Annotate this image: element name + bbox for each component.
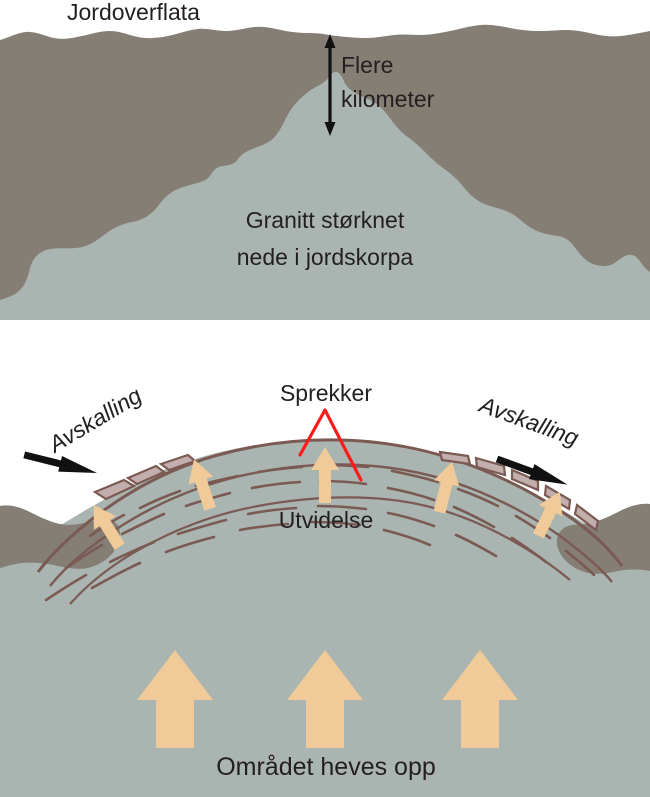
exfoliation-shell-1 [49, 463, 613, 587]
depth-double-arrow-icon [324, 34, 336, 136]
uplift-label: Området heves opp [216, 753, 436, 781]
uplift-arrow-3 [442, 650, 518, 748]
expansion-arrow-5 [532, 491, 563, 539]
granite-pluton-top-panel [0, 72, 650, 320]
depth-label-line2: kilometer [341, 86, 435, 112]
avskalling-arrow-right-icon [495, 455, 568, 485]
granite-label-line1: Granitt størknet [246, 207, 405, 233]
exfoliation-flakes-right [438, 450, 600, 532]
expansion-arrow-2 [188, 459, 216, 511]
exfoliation-flakes-left [92, 453, 198, 501]
uplift-arrow-1 [137, 650, 213, 748]
soil-wedge-right [556, 503, 650, 574]
uplift-arrow-2 [287, 650, 363, 748]
expansion-label: Utvidelse [279, 507, 374, 533]
expansion-arrow-4 [433, 461, 460, 514]
expansion-arrow-3 [311, 447, 339, 503]
expansion-arrow-1 [93, 505, 125, 550]
avskalling-arrow-left-icon [23, 451, 97, 473]
granite-label-line2: nede i jordskorpa [237, 244, 414, 270]
uplift-arrows [137, 650, 518, 748]
depth-label-line1: Flere [341, 52, 393, 78]
cracks-label: Sprekker [280, 380, 372, 406]
crack-lines-red [298, 408, 363, 482]
surface-label: Jordoverflata [67, 0, 200, 25]
